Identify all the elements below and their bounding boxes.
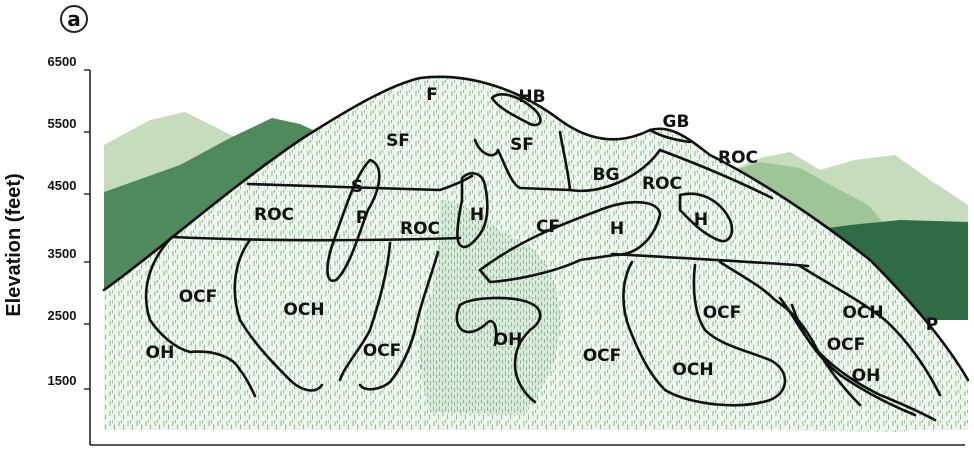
zone-label-h3: H <box>694 210 708 230</box>
y-tick-label: 4500 <box>48 178 77 193</box>
zone-label-f: F <box>426 85 438 105</box>
zone-label-roc1: ROC <box>718 148 758 168</box>
zone-label-sf2: SF <box>510 135 534 155</box>
zone-label-oh1: OH <box>494 330 523 350</box>
zone-label-h1: H <box>470 205 484 225</box>
zone-label-gb: GB <box>663 112 690 132</box>
y-tick-label: 5500 <box>48 116 77 131</box>
zone-label-ocf4: OCF <box>703 303 742 323</box>
zone-label-p1: P <box>356 208 368 228</box>
zone-label-roc3: ROC <box>254 205 294 225</box>
zone-label-p2: P <box>926 315 938 335</box>
zone-label-roc4: ROC <box>400 219 440 239</box>
y-tick-label: 3500 <box>48 246 77 261</box>
zone-label-och3: OCH <box>842 303 883 323</box>
zone-label-h2: H <box>610 219 624 239</box>
zone-label-cf: CF <box>536 217 560 237</box>
zone-label-oh2: OH <box>146 343 175 363</box>
zone-label-ocf5: OCF <box>827 335 866 355</box>
y-tick-label: 6500 <box>48 54 77 69</box>
zone-label-och2: OCH <box>672 360 713 380</box>
zone-label-oh3: OH <box>852 366 881 386</box>
zone-label-hb: HB <box>518 87 545 107</box>
zone-label-ocf3: OCF <box>583 346 622 366</box>
panel-label: a <box>67 7 81 31</box>
y-tick-label: 2500 <box>48 308 77 323</box>
zone-label-ocf1: OCF <box>179 287 218 307</box>
zone-label-sf1: SF <box>386 131 410 151</box>
zone-label-och1: OCH <box>283 300 324 320</box>
zone-label-roc2: ROC <box>642 174 682 194</box>
y-axis-title: Elevation (feet) <box>3 173 25 316</box>
zone-label-bg: BG <box>593 165 620 185</box>
zone-label-s: S <box>351 177 363 197</box>
zone-label-ocf2: OCF <box>363 341 402 361</box>
y-tick-label: 1500 <box>48 373 77 388</box>
